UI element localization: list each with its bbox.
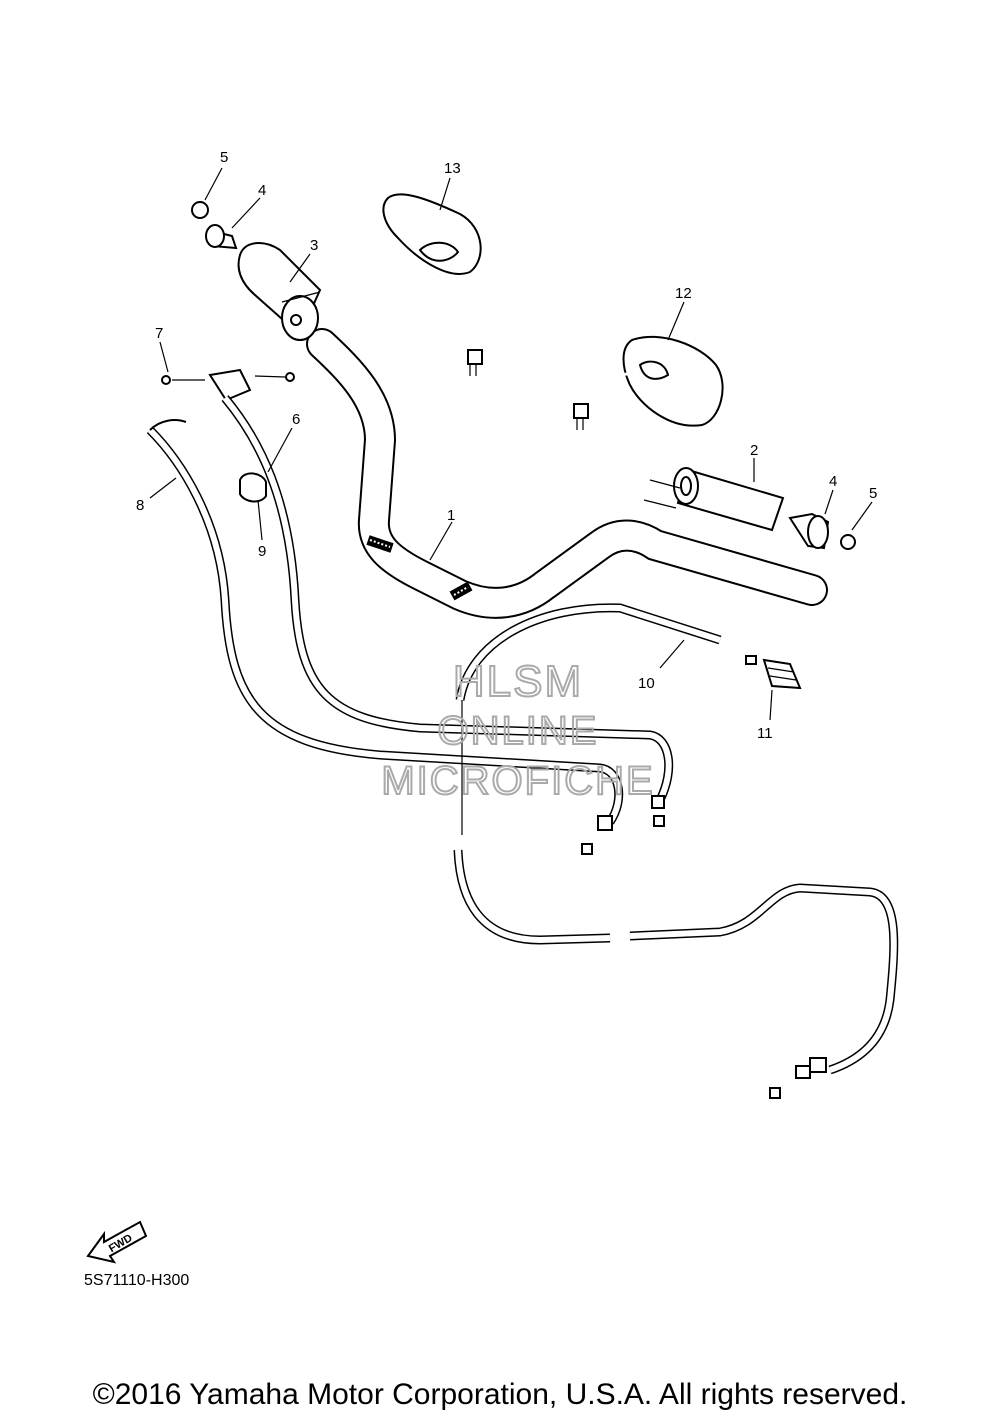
cable-bracket <box>161 368 295 402</box>
callout-13: 13 <box>444 160 461 177</box>
watermark-line3: MICROFICHE <box>381 759 654 803</box>
nut-right <box>840 534 856 550</box>
leader-lines <box>149 167 873 721</box>
callout-4-left: 4 <box>258 182 266 199</box>
dust-boot <box>745 655 802 690</box>
watermark-line1: HLSM <box>453 657 583 706</box>
knurl-band-right <box>449 581 473 601</box>
mirror-left <box>382 193 483 376</box>
callout-labels: 1 2 3 4 4 5 5 6 7 8 9 10 11 12 13 <box>136 149 877 742</box>
copyright-text: ©2016 Yamaha Motor Corporation, U.S.A. A… <box>92 1378 908 1411</box>
callout-10: 10 <box>638 675 655 692</box>
grip-end-left <box>205 224 238 250</box>
callout-3: 3 <box>310 237 318 254</box>
callout-8: 8 <box>136 497 144 514</box>
callout-2: 2 <box>750 442 758 459</box>
watermark: HLSM ONLINE MICROFICHE <box>380 656 654 804</box>
grip-left <box>237 242 322 341</box>
clutch-cable <box>453 603 899 1099</box>
callout-4-right: 4 <box>829 473 837 490</box>
fwd-arrow-icon: FWD <box>86 1220 148 1264</box>
callout-6: 6 <box>292 411 300 428</box>
knurl-band-left <box>366 535 394 553</box>
callout-5-right: 5 <box>869 485 877 502</box>
watermark-line2: ONLINE <box>438 709 599 753</box>
callout-7: 7 <box>155 325 163 342</box>
throttle-cables <box>146 395 674 855</box>
callout-1: 1 <box>447 507 455 524</box>
grip-end-right <box>788 512 830 550</box>
cable-clamp <box>239 472 267 503</box>
callout-11: 11 <box>757 725 773 742</box>
diagram-code: 5S71110-H300 <box>84 1272 190 1289</box>
nut-left <box>191 201 209 219</box>
handlebar <box>306 328 828 619</box>
mirror-right <box>573 335 724 430</box>
fwd-label: FWD <box>107 1232 135 1255</box>
grip-right <box>643 467 785 532</box>
callout-9: 9 <box>258 543 266 560</box>
callout-5-left: 5 <box>220 149 228 166</box>
callout-12: 12 <box>675 285 692 302</box>
